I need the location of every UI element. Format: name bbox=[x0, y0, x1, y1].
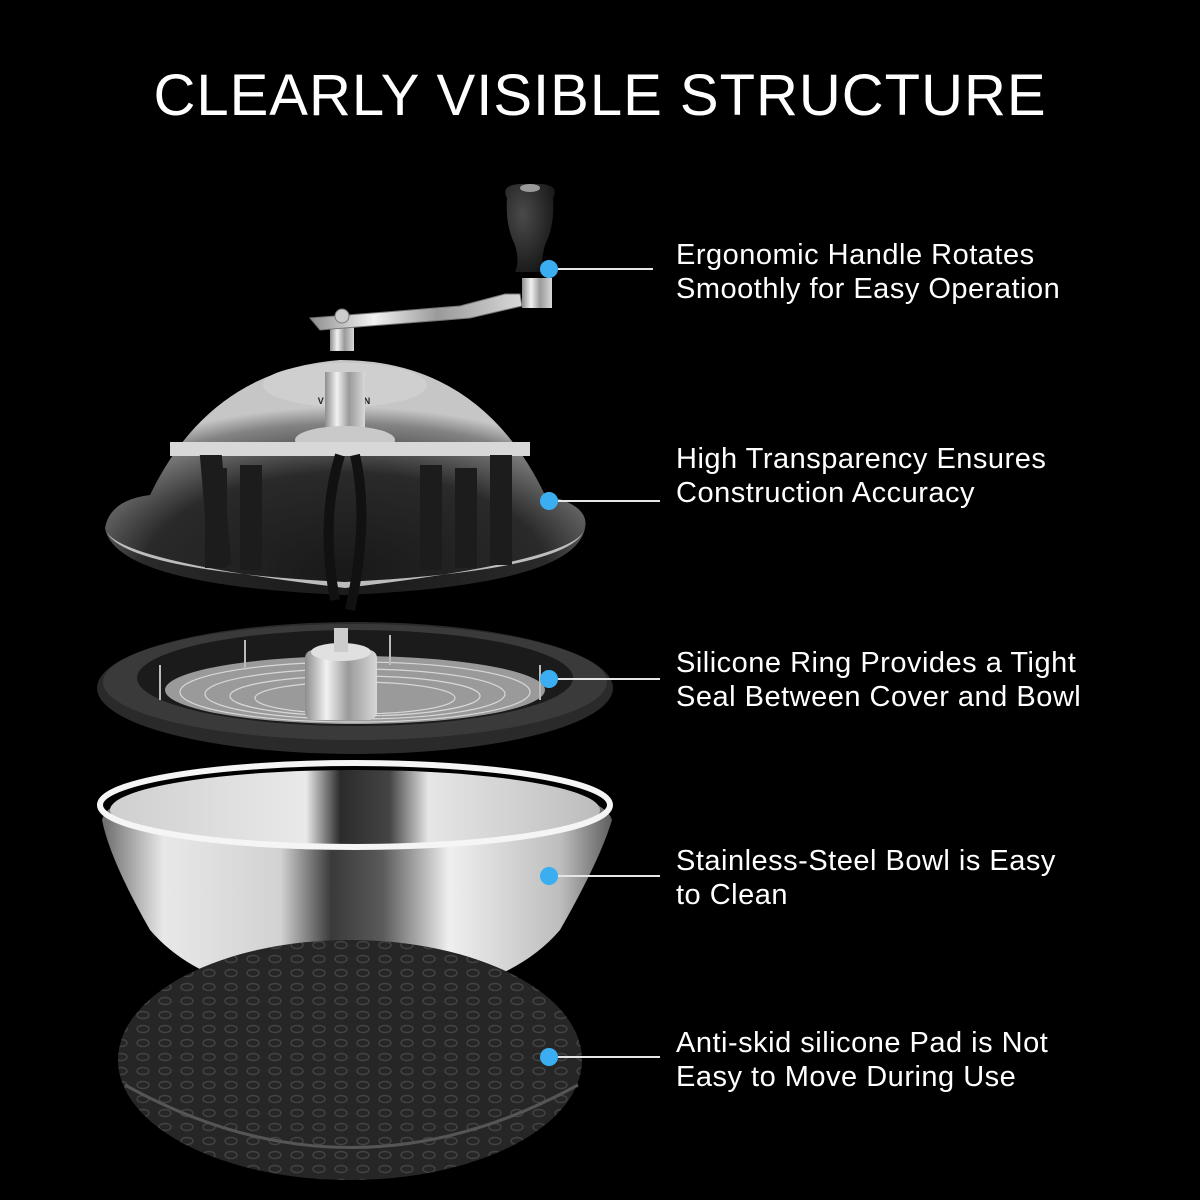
marker-dot-icon bbox=[540, 670, 558, 688]
leader-line bbox=[558, 1056, 660, 1058]
silicone-ring-icon bbox=[97, 622, 613, 754]
bowl-icon bbox=[97, 760, 613, 1000]
page-title: CLEARLY VISIBLE STRUCTURE bbox=[153, 63, 1047, 128]
marker-dot-icon bbox=[540, 492, 558, 510]
marker-dot-icon bbox=[540, 1048, 558, 1066]
pad-icon bbox=[118, 940, 582, 1180]
leader-line bbox=[558, 875, 660, 877]
leader-line bbox=[558, 268, 653, 270]
leader-line bbox=[558, 500, 660, 502]
dome-cover-icon: VIVOSUN bbox=[105, 360, 586, 612]
leader-line bbox=[558, 678, 660, 680]
crank-handle-icon bbox=[308, 184, 555, 351]
marker-dot-icon bbox=[540, 260, 558, 278]
marker-dot-icon bbox=[540, 867, 558, 885]
